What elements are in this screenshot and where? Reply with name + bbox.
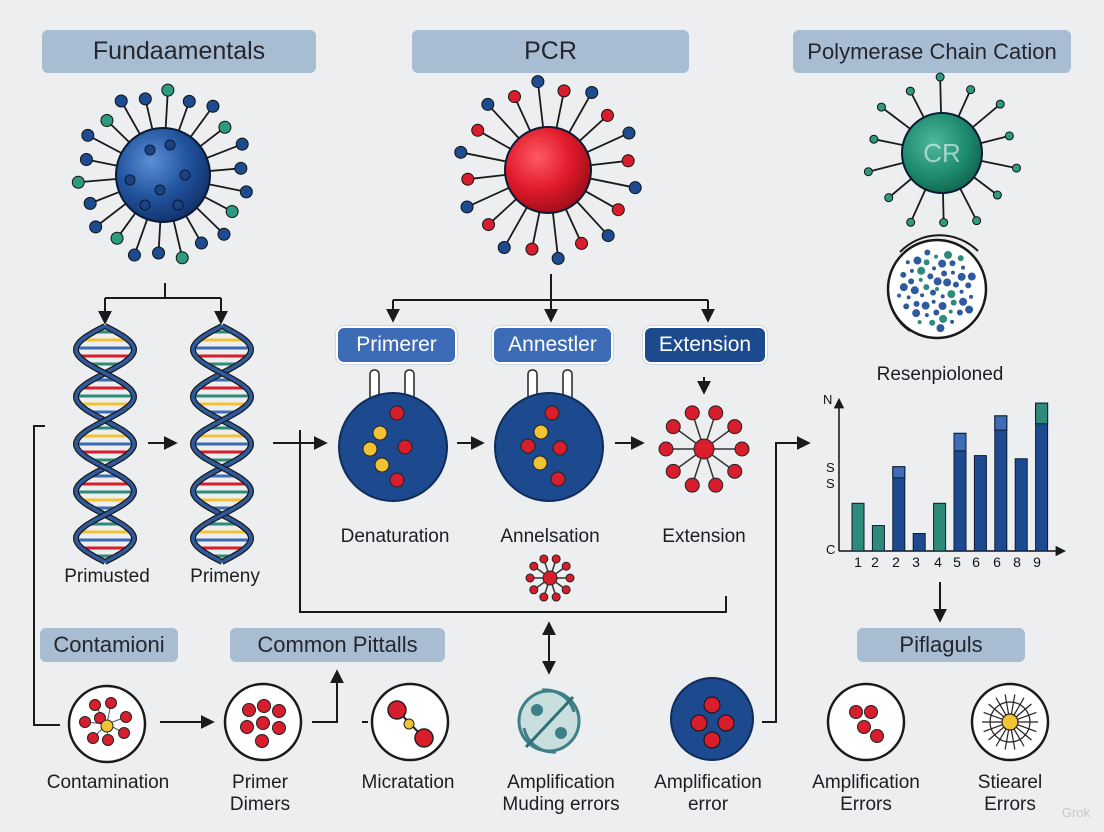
bar-top-3 <box>892 466 906 479</box>
section-pitfalls-right: Piflaguls <box>857 628 1025 662</box>
bar-top-6 <box>953 432 967 452</box>
denaturation-circle-icon <box>338 369 448 502</box>
process-extension: Extension <box>662 526 746 547</box>
header-polymerase: Polymerase Chain Cation <box>793 30 1071 73</box>
annelsation-circle-icon <box>494 369 604 502</box>
bar-9 <box>1014 458 1028 552</box>
bar-top-8 <box>994 415 1008 431</box>
amplification-error-icon <box>670 677 754 761</box>
extension-molecule-icon <box>658 405 750 493</box>
bottom-label-contamination: Contamination <box>46 772 170 793</box>
header-fundamentals: Fundaamentals <box>42 30 316 73</box>
chart-x-tick-2: 2 <box>871 554 879 570</box>
stiearel-errors-circle-icon <box>970 682 1050 762</box>
micratation-circle-icon <box>370 682 450 762</box>
chart-x-tick-1: 1 <box>854 554 862 570</box>
bar-3 <box>892 466 906 552</box>
bar-4 <box>912 533 926 552</box>
section-common-pitfalls: Common Pittalls <box>230 628 445 662</box>
bottom-label-micratation: Micratation <box>361 772 455 793</box>
bar-top-10 <box>1035 402 1049 425</box>
bar-10 <box>1035 402 1049 552</box>
contamination-circle-icon <box>67 684 147 764</box>
virus-teal-label: CR <box>923 138 961 168</box>
step-primer: Primerer <box>336 326 457 364</box>
results-label: Resenpioloned <box>876 364 1004 385</box>
step-extension: Extension <box>643 326 767 364</box>
chart-x-tick-7: 6 <box>972 554 980 570</box>
flow-connectors <box>33 274 947 729</box>
chart-x-tick-9: 8 <box>1013 554 1021 570</box>
chart-y-label-s1: S <box>826 460 835 475</box>
primer-dimers-circle-icon <box>223 682 303 762</box>
chart-x-tick-4: 3 <box>912 554 920 570</box>
dna-label-left: Primusted <box>64 566 150 587</box>
bar-8 <box>994 415 1008 552</box>
chart-x-tick-10: 9 <box>1033 554 1041 570</box>
dna-helix-right-icon <box>189 323 255 565</box>
petri-dish-icon <box>886 234 988 340</box>
virus-teal-icon <box>863 72 1021 227</box>
step-anneal: Annestler <box>492 326 613 364</box>
amplification-errors-circle-icon <box>826 682 906 762</box>
watermark: Grok <box>1061 805 1090 820</box>
bar-7 <box>973 455 987 552</box>
chart-x-tick-5: 4 <box>934 554 942 570</box>
process-denaturation: Denaturation <box>340 526 450 547</box>
chart-y-label-n: N <box>823 392 833 407</box>
bar-2 <box>871 525 885 552</box>
amplification-muding-icon <box>517 688 581 754</box>
process-annelsation: Annelsation <box>500 526 600 547</box>
chart-y-label-c: C <box>826 542 836 557</box>
virus-blue-icon <box>71 83 253 265</box>
chart-y-label-s2: S <box>826 476 835 491</box>
small-molecule-icon <box>525 554 575 602</box>
virus-red-icon <box>454 75 642 265</box>
section-contamination: Contamioni <box>40 628 178 662</box>
header-pcr: PCR <box>412 30 689 73</box>
bar-5 <box>933 502 947 552</box>
bar-chart <box>833 397 1067 557</box>
bar-1 <box>851 502 865 552</box>
dna-helix-left-icon <box>72 323 138 565</box>
dna-label-right: Primeny <box>190 566 260 587</box>
chart-x-tick-3: 2 <box>892 554 900 570</box>
chart-x-tick-6: 5 <box>953 554 961 570</box>
chart-x-tick-8: 6 <box>993 554 1001 570</box>
